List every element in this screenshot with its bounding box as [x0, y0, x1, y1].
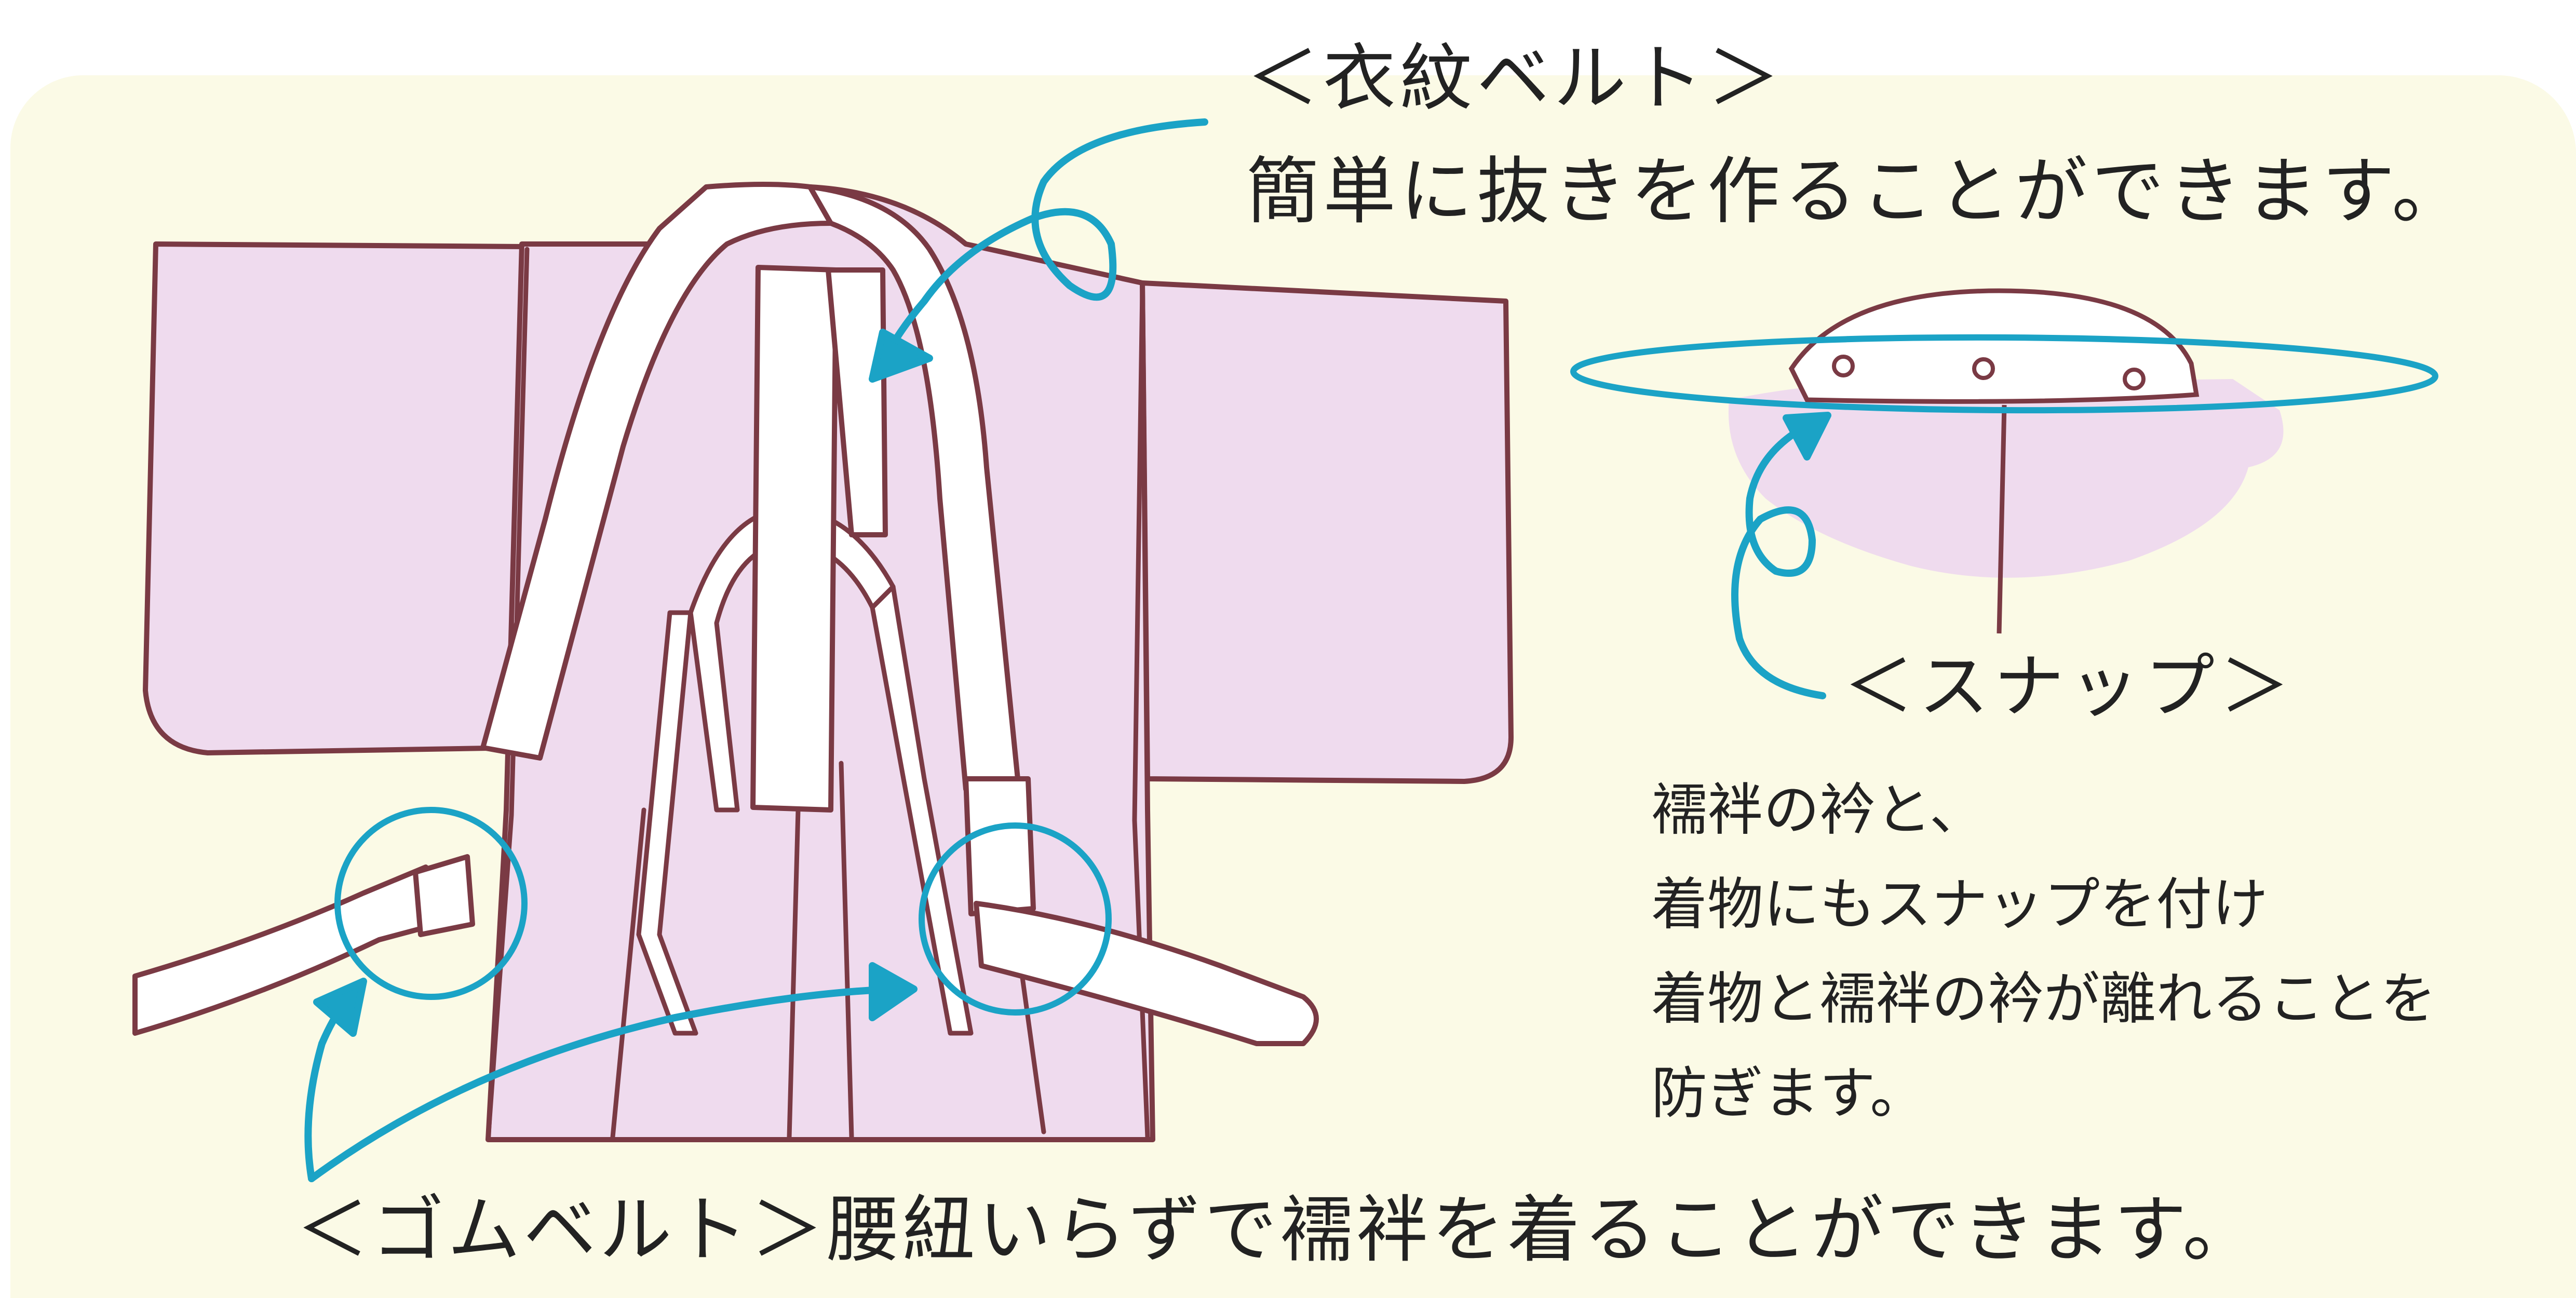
- emon-belt-left-strap: [480, 182, 833, 761]
- snap-highlight-ellipse: [1570, 334, 2438, 414]
- snap-button: [2123, 368, 2146, 390]
- gom-belt-left-highlight: [334, 807, 528, 1000]
- snap-collar-fill: [1728, 379, 2284, 578]
- snap-description-line: 着物と襦袢の衿が離れることを: [1651, 967, 2437, 1032]
- collar-lapel: [636, 610, 698, 1036]
- gom-belt: [132, 776, 1319, 1046]
- emon-belt-hanging-strap: [750, 265, 839, 813]
- snap-description-line: 防ぎます。: [1651, 1061, 1926, 1126]
- gom-belt-right-highlight: [919, 822, 1112, 1016]
- juban-right-sleeve: [1140, 280, 1514, 784]
- snap-button: [1832, 355, 1855, 377]
- snap-description-line: 着物にもスナップを付け: [1651, 872, 2269, 937]
- seam-line: [610, 807, 646, 1140]
- callout-arrows: [304, 118, 1831, 1182]
- emon-belt: [480, 182, 1020, 813]
- snap-title: ＜スナップ＞: [1843, 646, 2295, 727]
- gom-belt-right: [974, 901, 1319, 1046]
- snap-description-line: 襦袢の衿と、: [1651, 778, 1986, 843]
- snap-arrowhead: [1783, 412, 1831, 461]
- snap-arrow: [1731, 417, 1826, 699]
- gom-belt-caption: ＜ゴムベルト＞腰紐いらずで襦袢を着ることができます。: [296, 1188, 2259, 1273]
- gom-belt-arrowhead-left: [313, 978, 367, 1037]
- emon-belt-loop: [826, 267, 888, 537]
- garment-seams: [485, 247, 1150, 1142]
- emon-belt-arrowhead: [869, 329, 933, 383]
- collar-lapel: [870, 584, 974, 1036]
- gom-belt-arrowhead-right: [869, 962, 918, 1021]
- snap-button: [1972, 357, 1995, 380]
- snap-center-line: [1997, 404, 2007, 634]
- gom-belt-right-loop: [963, 776, 1036, 916]
- seam-line: [787, 750, 802, 1140]
- gom-belt-arrow: [308, 985, 902, 1182]
- emon-belt-arrow: [874, 118, 1208, 377]
- juban-collar: [636, 506, 974, 1036]
- juban-left-sleeve: [143, 241, 527, 755]
- gom-belt-left-loop: [413, 854, 475, 937]
- snap-description: 襦袢の衿と、 着物にもスナップを付け 着物と襦袢の衿が離れることを 防ぎます。: [1651, 763, 2436, 1141]
- highlight-circles: [334, 807, 1112, 1016]
- seam-line: [839, 761, 854, 1140]
- emon-belt-description: 簡単に抜きを作ることができます。: [1246, 150, 2469, 234]
- seam-line: [1132, 288, 1150, 1140]
- seam-line: [485, 247, 530, 1142]
- snap-collar-top: [1788, 288, 2200, 404]
- snap-detail: [1570, 288, 2438, 634]
- emon-belt-title: ＜衣紋ベルト＞: [1246, 36, 1785, 121]
- emon-belt-right-strap: [807, 184, 1020, 792]
- gom-belt-left: [132, 864, 460, 1036]
